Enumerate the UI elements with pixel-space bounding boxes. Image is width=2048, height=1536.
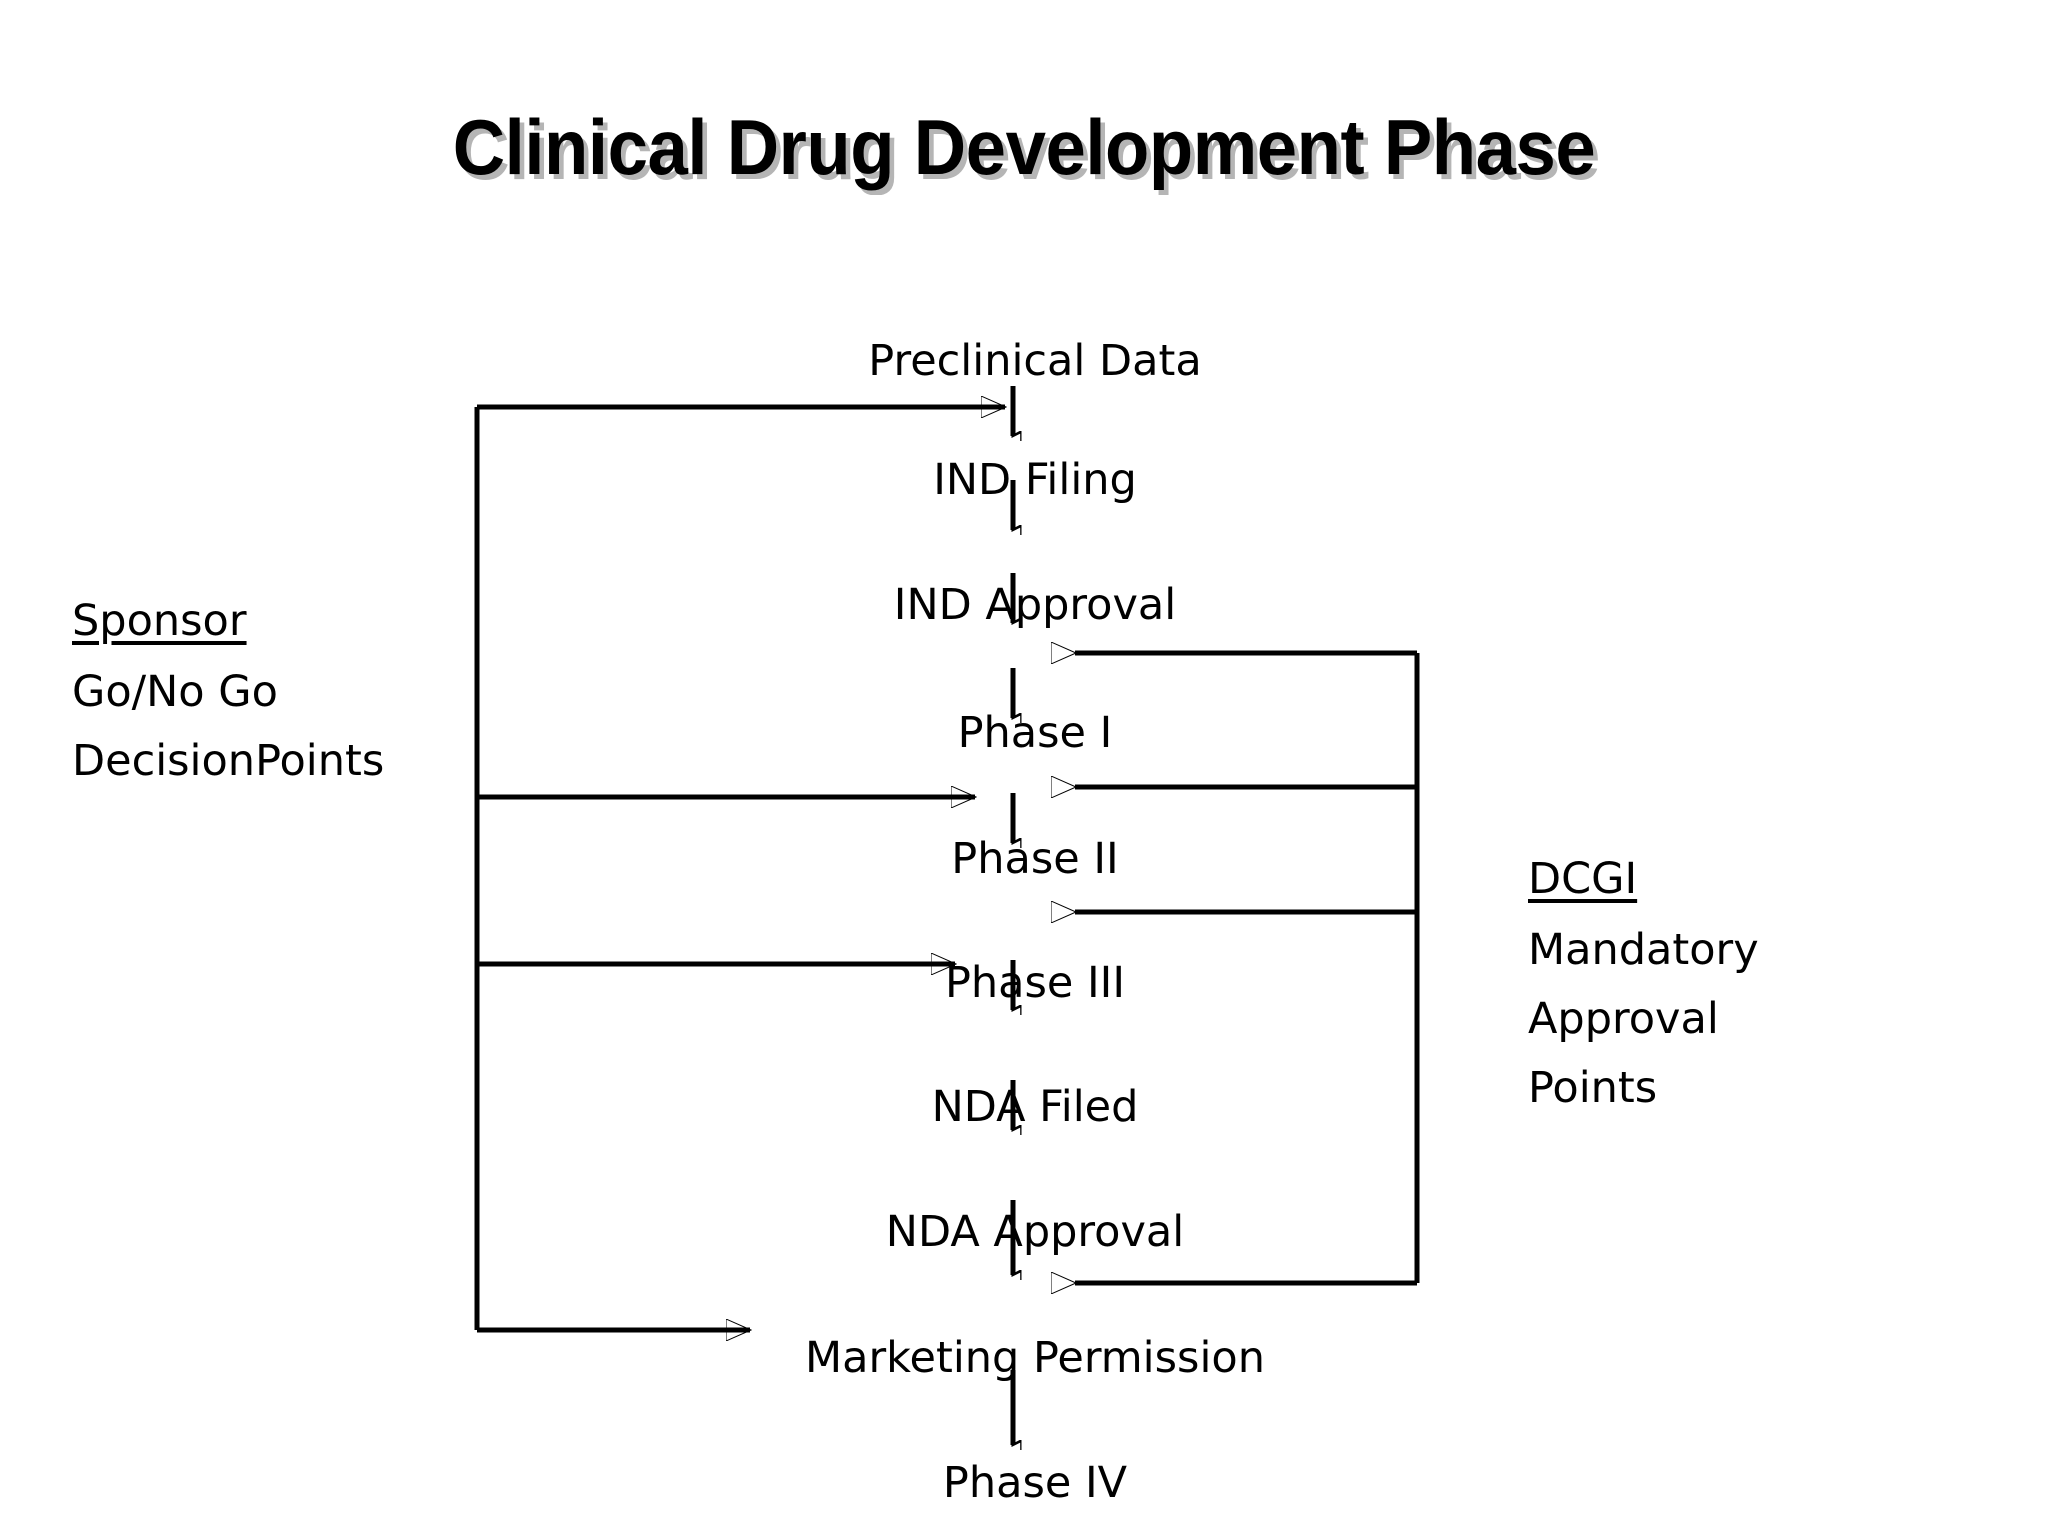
dcgi-line-approval: Approval bbox=[1528, 994, 1719, 1044]
flow-node-nda-filed: NDA Filed bbox=[931, 1082, 1139, 1132]
dcgi-line-mandatory: Mandatory bbox=[1528, 925, 1759, 975]
sponsor-heading: Sponsor bbox=[72, 596, 247, 646]
flow-node-nda-approval: NDA Approval bbox=[885, 1207, 1185, 1257]
flow-node-phase-iv: Phase IV bbox=[942, 1458, 1128, 1508]
flow-node-ind-approval: IND Approval bbox=[893, 580, 1177, 630]
flow-node-marketing-permission: Marketing Permission bbox=[805, 1333, 1265, 1383]
sponsor-line-go-no-go: Go/No Go bbox=[72, 667, 278, 717]
page-title: Clinical Drug Development Phase bbox=[452, 103, 1596, 191]
flow-node-ind-filing: IND Filing bbox=[933, 455, 1137, 505]
sponsor-line-decision-points: DecisionPoints bbox=[72, 736, 385, 786]
dcgi-line-points: Points bbox=[1528, 1063, 1658, 1113]
dcgi-heading: DCGI bbox=[1528, 854, 1638, 904]
flow-node-phase-iii: Phase III bbox=[944, 958, 1126, 1008]
flow-node-preclinical-data: Preclinical Data bbox=[868, 336, 1202, 386]
dcgi-annotation: DCGI Mandatory Approval Points bbox=[1528, 858, 1759, 1110]
flow-node-phase-i: Phase I bbox=[957, 708, 1113, 758]
flow-node-phase-ii: Phase II bbox=[951, 834, 1119, 884]
sponsor-annotation: Sponsor Go/No Go DecisionPoints bbox=[72, 600, 384, 783]
